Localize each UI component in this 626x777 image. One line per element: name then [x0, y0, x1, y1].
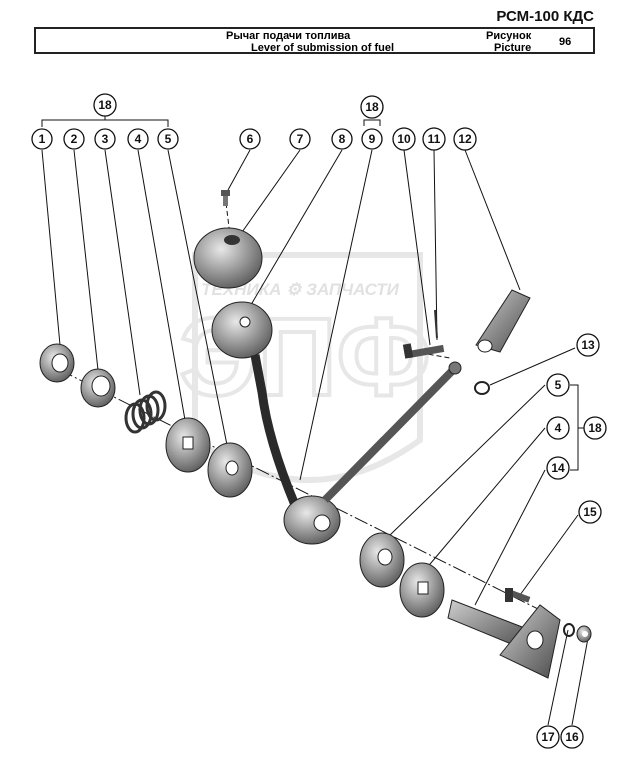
callout-10: 10	[392, 127, 416, 151]
callout-15: 15	[578, 500, 602, 524]
svg-text:8: 8	[339, 132, 346, 146]
svg-text:18: 18	[588, 421, 602, 435]
callout-16: 16	[560, 725, 584, 749]
figure-number: 96	[559, 36, 572, 48]
svg-text:9: 9	[369, 132, 376, 146]
part-lever-9	[283, 361, 462, 545]
svg-text:18: 18	[365, 100, 379, 114]
callout-9: 9	[361, 128, 383, 150]
part-washer-2	[80, 368, 116, 408]
svg-text:6: 6	[247, 132, 254, 146]
callout-11: 11	[422, 127, 446, 151]
svg-text:12: 12	[458, 132, 472, 146]
part-spring-3	[124, 390, 167, 434]
part-bolt-15	[505, 588, 531, 603]
callout-13: 13	[576, 333, 600, 357]
svg-text:18: 18	[98, 98, 112, 112]
callout-18-left: 18	[93, 93, 117, 117]
callout-4: 4	[127, 128, 149, 150]
svg-text:14: 14	[551, 461, 565, 475]
leader-lines	[41, 115, 589, 726]
svg-text:11: 11	[428, 132, 441, 146]
header-box: Рычаг подачи топлива Lever of submission…	[34, 27, 595, 54]
part-screw-6	[221, 190, 230, 206]
callout-12: 12	[453, 127, 477, 151]
callout-6: 6	[239, 128, 261, 150]
callout-5: 5	[157, 128, 179, 150]
figure-label-ru: Рисунок	[486, 30, 532, 42]
figure-label-en: Picture	[494, 42, 532, 54]
callout-1: 1	[31, 128, 53, 150]
callout-2: 2	[63, 128, 85, 150]
callout-5-right: 5	[546, 373, 570, 397]
part-washer-5-right	[359, 532, 405, 588]
watermark: ТЕХНИКА ⚙ ЗАПЧАСТИ ЭПФ	[177, 252, 433, 483]
part-washer-5	[207, 442, 253, 498]
svg-text:13: 13	[581, 338, 595, 352]
svg-text:4: 4	[135, 132, 142, 146]
svg-text:7: 7	[297, 132, 304, 146]
part-bolt-10	[402, 343, 445, 359]
callout-8: 8	[331, 128, 353, 150]
callout-17: 17	[536, 725, 560, 749]
part-fork-12	[475, 289, 531, 353]
part-cap-8	[211, 301, 300, 507]
svg-text:3: 3	[102, 132, 109, 146]
part-plate-4	[165, 417, 211, 473]
svg-text:17: 17	[541, 730, 555, 744]
svg-text:1: 1	[39, 132, 46, 146]
part-nut-1	[39, 343, 75, 383]
part-plate-4-right	[399, 562, 445, 618]
title-ru: Рычаг подачи топлива	[226, 30, 351, 42]
svg-text:10: 10	[397, 132, 411, 146]
svg-text:15: 15	[583, 505, 597, 519]
svg-text:4: 4	[555, 421, 562, 435]
svg-text:5: 5	[165, 132, 172, 146]
callout-4-right: 4	[546, 416, 570, 440]
watermark-tagline: ТЕХНИКА ⚙ ЗАПЧАСТИ	[201, 280, 399, 299]
svg-text:2: 2	[71, 132, 78, 146]
callout-14: 14	[546, 456, 570, 480]
callout-18-mid: 18	[360, 95, 384, 119]
part-shaft-14	[447, 599, 561, 679]
callout-7: 7	[289, 128, 311, 150]
svg-text:16: 16	[565, 730, 579, 744]
part-ring-13	[474, 381, 490, 395]
part-pin-11	[434, 309, 438, 339]
svg-text:5: 5	[555, 378, 562, 392]
part-washer-17	[563, 623, 575, 637]
title-en: Lever of submission of fuel	[251, 42, 395, 54]
model-title: РСМ-100 КДС	[496, 8, 594, 25]
callout-3: 3	[94, 128, 116, 150]
part-knob-7	[193, 227, 263, 289]
callout-18-right: 18	[583, 416, 607, 440]
part-nut-16	[576, 625, 592, 643]
